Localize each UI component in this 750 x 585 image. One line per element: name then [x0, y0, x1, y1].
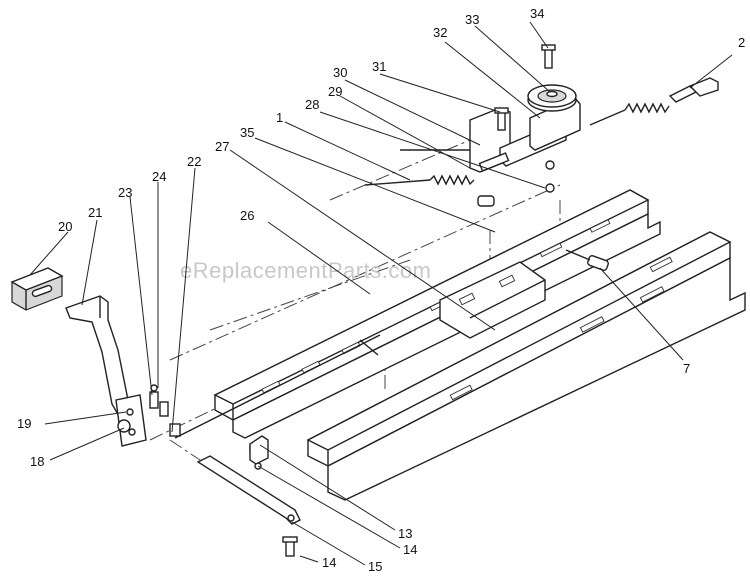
callout-27: 27: [215, 139, 229, 154]
callout-1: 1: [276, 110, 283, 125]
lower-bracket: [249, 435, 269, 465]
callout-24: 24: [152, 169, 166, 184]
callout-33: 33: [465, 12, 479, 27]
pedal-pad: [10, 267, 64, 311]
pedal-arm: [65, 295, 147, 447]
callout-30: 30: [333, 65, 347, 80]
lower-link-rod: [196, 445, 301, 525]
cable-assembly: [589, 77, 719, 126]
callout-20: 20: [58, 219, 72, 234]
control-rod: [174, 334, 381, 439]
callout-31: 31: [372, 59, 386, 74]
callout-28: 28: [305, 97, 319, 112]
callout-18: 18: [30, 454, 44, 469]
leader-lines: [29, 21, 733, 566]
callout-29: 29: [328, 84, 342, 99]
callout-23: 23: [118, 185, 132, 200]
callout-26: 26: [240, 208, 254, 223]
callout-35: 35: [240, 125, 254, 140]
bottom-bolt: [282, 536, 298, 557]
callout-21: 21: [88, 205, 102, 220]
callout-34: 34: [530, 6, 544, 21]
watermark: eReplacementParts.com: [180, 258, 431, 283]
callout-22: 22: [187, 154, 201, 169]
pedal-hardware: [149, 384, 181, 437]
callout-15: 15: [368, 559, 382, 574]
idler-bracket: [469, 97, 581, 193]
callout-14-upper: 14: [403, 542, 417, 557]
tension-spring: [364, 149, 495, 207]
right-rail-slots: [449, 256, 673, 401]
callout-19: 19: [17, 416, 31, 431]
callout-7: 7: [683, 361, 690, 376]
callout-13: 13: [398, 526, 412, 541]
right-frame-rail: [306, 231, 746, 501]
callout-32: 32: [433, 25, 447, 40]
pulley-bolt: [541, 44, 556, 69]
callout-14-lower: 14: [322, 555, 336, 570]
idler-pulley: [527, 84, 577, 112]
callout-labels: 2 34 33 32 31 30 29 28 1 35 27 22 24 23 …: [17, 6, 745, 574]
left-frame-rail: [213, 189, 661, 439]
callout-2: 2: [738, 35, 745, 50]
lower-spring: [565, 249, 609, 271]
cross-member: [439, 261, 546, 339]
